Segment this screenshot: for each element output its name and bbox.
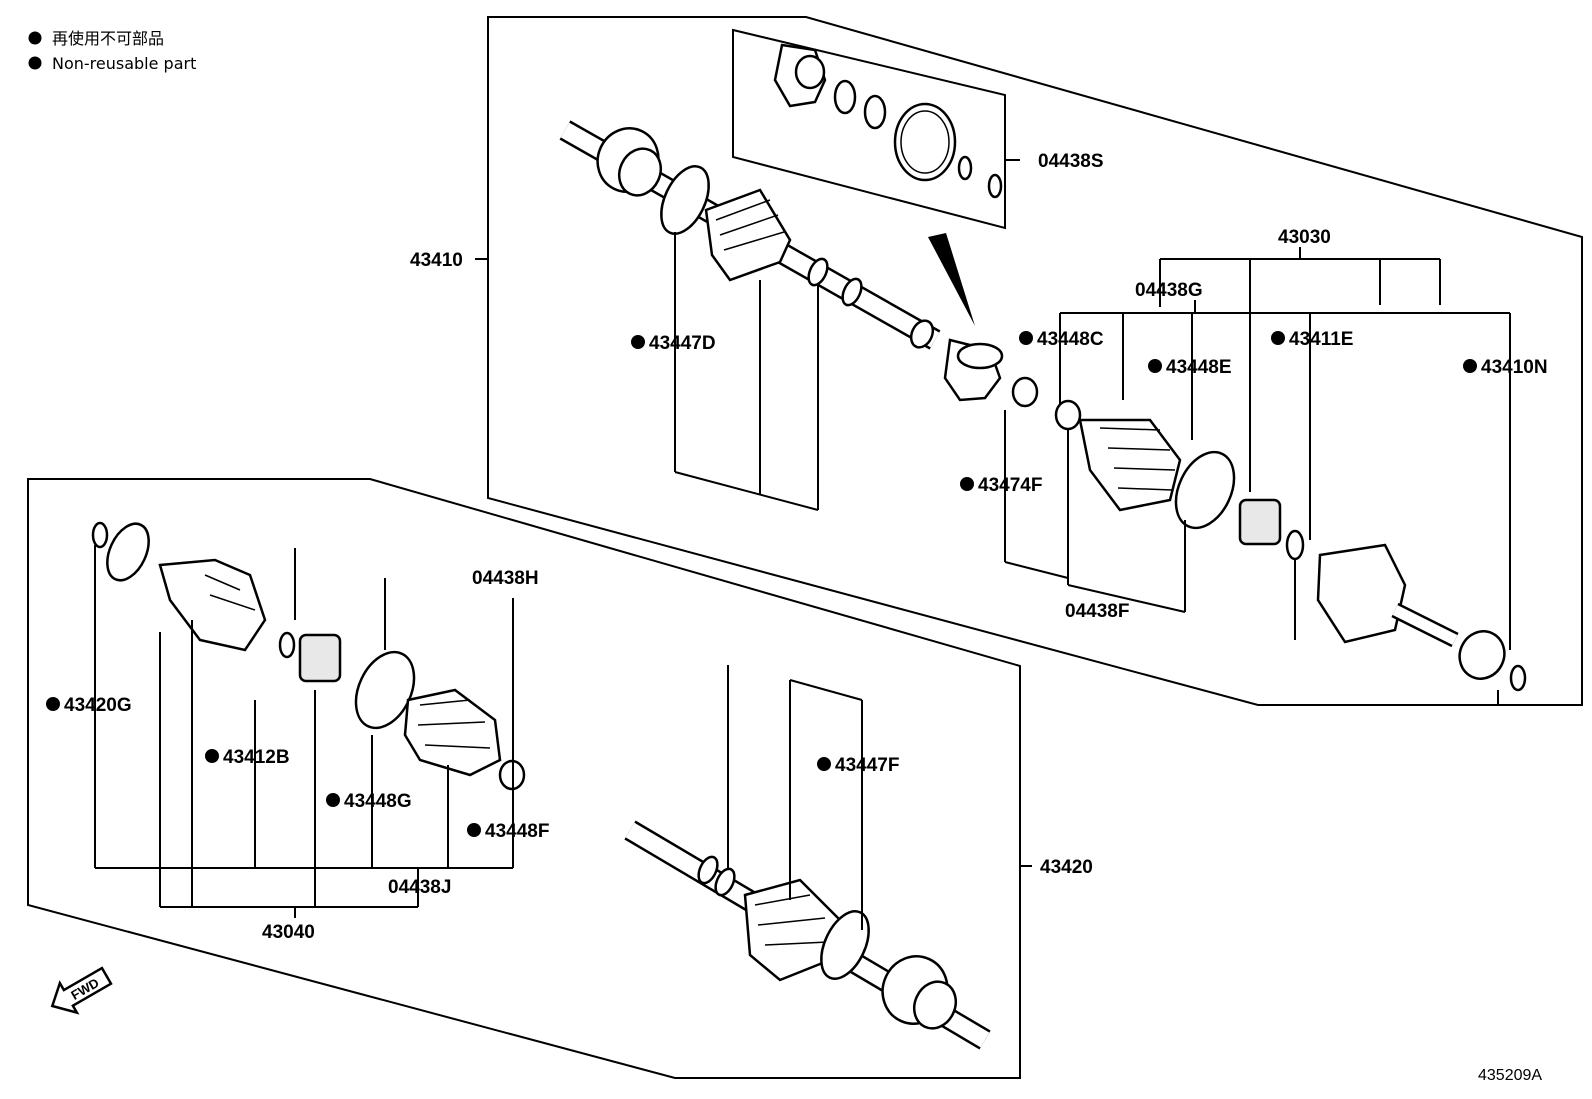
label-43040: 43040 bbox=[262, 922, 315, 943]
non-reusable-marker-icon bbox=[205, 749, 219, 763]
non-reusable-marker-icon bbox=[960, 477, 974, 491]
non-reusable-marker-icon bbox=[1148, 359, 1162, 373]
boot-kit-parts bbox=[773, 43, 1003, 199]
non-reusable-marker-icon bbox=[326, 793, 340, 807]
figure-code: 435209A bbox=[1478, 1067, 1542, 1084]
label-43420G: 43420G bbox=[64, 695, 132, 716]
label-04438S: 04438S bbox=[1038, 151, 1104, 172]
label-43411E: 43411E bbox=[1289, 329, 1353, 350]
arrow-to-damper-icon bbox=[928, 233, 975, 326]
non-reusable-marker-icon bbox=[1463, 359, 1477, 373]
label-43448F: 43448F bbox=[485, 821, 549, 842]
lower-assembly-frame bbox=[27, 478, 1021, 1079]
upper-drive-shaft bbox=[559, 120, 1527, 692]
label-43412B: 43412B bbox=[223, 747, 290, 768]
non-reusable-marker-icon bbox=[28, 56, 42, 70]
label-43420: 43420 bbox=[1040, 857, 1093, 878]
upper-assembly-frame bbox=[487, 16, 1583, 706]
boot-kit-inset-frame bbox=[732, 28, 1006, 230]
legend: 再使用不可部品 Non-reusable part bbox=[28, 29, 196, 73]
non-reusable-marker-icon bbox=[28, 31, 42, 45]
label-43410: 43410 bbox=[410, 250, 463, 271]
legend-item-en: Non-reusable part bbox=[52, 54, 196, 73]
upper-leader-lines bbox=[475, 159, 1511, 705]
label-04438H: 04438H bbox=[472, 568, 539, 589]
label-43474F: 43474F bbox=[978, 475, 1042, 496]
label-43448C: 43448C bbox=[1037, 329, 1104, 350]
label-04438F: 04438F bbox=[1065, 601, 1129, 622]
non-reusable-marker-icon bbox=[467, 823, 481, 837]
label-04438G: 04438G bbox=[1135, 280, 1203, 301]
non-reusable-marker-icon bbox=[817, 757, 831, 771]
label-43447D: 43447D bbox=[649, 333, 716, 354]
lower-leader-lines bbox=[94, 545, 1032, 930]
label-43447F: 43447F bbox=[835, 755, 899, 776]
label-43410N: 43410N bbox=[1481, 357, 1548, 378]
label-43448E: 43448E bbox=[1166, 357, 1232, 378]
legend-item-jp: 再使用不可部品 bbox=[52, 29, 164, 48]
label-43448G: 43448G bbox=[344, 791, 412, 812]
lower-drive-shaft bbox=[91, 521, 991, 1050]
non-reusable-marker-icon bbox=[1271, 331, 1285, 345]
label-43030: 43030 bbox=[1278, 227, 1331, 248]
non-reusable-marker-icon bbox=[46, 697, 60, 711]
non-reusable-marker-icon bbox=[631, 335, 645, 349]
non-reusable-marker-icon bbox=[1019, 331, 1033, 345]
label-04438J: 04438J bbox=[388, 877, 451, 898]
fwd-arrow-icon: FWD bbox=[50, 966, 113, 1015]
